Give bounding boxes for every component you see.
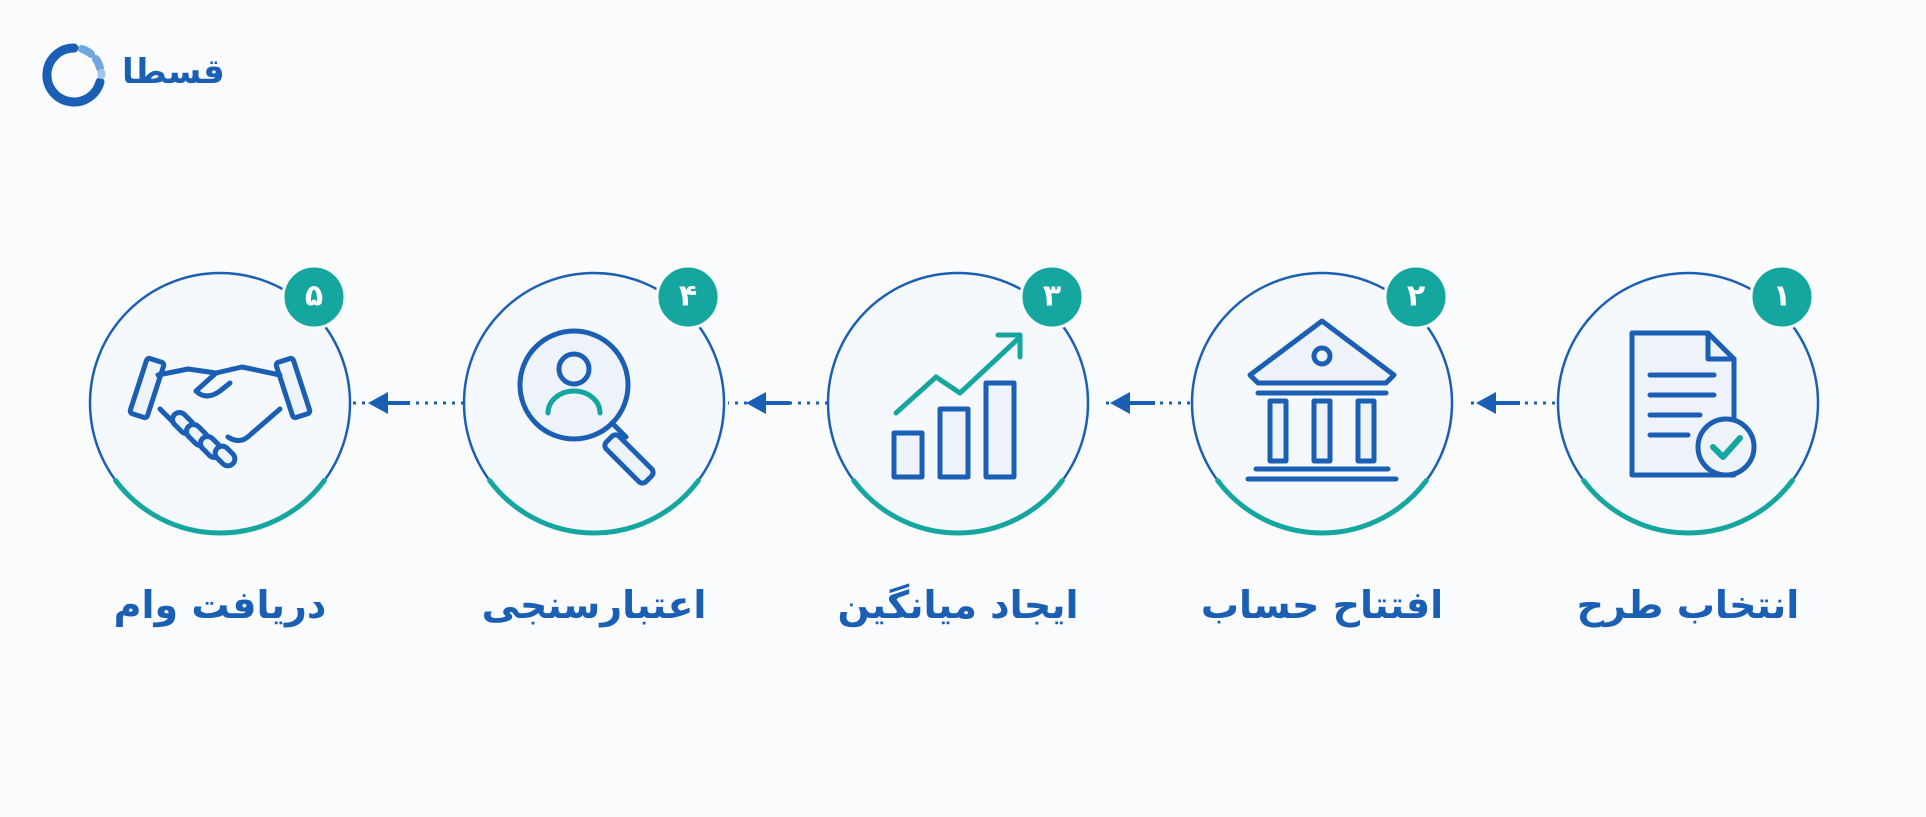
document-check-icon bbox=[1629, 330, 1757, 478]
step-1: ۱ bbox=[1556, 264, 1820, 536]
growth-chart-icon bbox=[891, 332, 1023, 480]
arrow-left-icon bbox=[1476, 392, 1496, 414]
handshake-icon bbox=[127, 355, 313, 469]
step-1-label: انتخاب طرح bbox=[1576, 583, 1800, 627]
step-number: ۳ bbox=[1043, 279, 1061, 314]
step-4-label: اعتبارسنجی bbox=[481, 583, 707, 627]
step-5: ۵ bbox=[88, 264, 352, 536]
connector-2-3 bbox=[1104, 392, 1190, 414]
step-5-label: دریافت وام bbox=[113, 583, 327, 627]
step-number: ۴ bbox=[679, 279, 697, 314]
arrow-left-icon bbox=[1110, 392, 1130, 414]
connector-1-2 bbox=[1470, 392, 1555, 414]
connector-4-5 bbox=[352, 392, 464, 414]
step-2-label: افتتاح حساب bbox=[1200, 583, 1444, 627]
circular-arc-logo-icon bbox=[42, 43, 106, 107]
step-2: ۲ bbox=[1190, 264, 1454, 536]
connector-3-4 bbox=[728, 392, 828, 414]
step-number: ۱ bbox=[1773, 279, 1791, 314]
brand-name: قسطا bbox=[122, 52, 225, 92]
step-3: ۳ bbox=[826, 264, 1090, 536]
bank-icon bbox=[1245, 318, 1399, 482]
brand-logo: قسطا bbox=[36, 38, 226, 113]
step-3-label: ایجاد میانگین bbox=[837, 583, 1079, 627]
user-search-icon bbox=[517, 328, 656, 486]
step-number: ۵ bbox=[305, 279, 323, 314]
step-4: ۴ bbox=[462, 264, 726, 536]
step-number: ۲ bbox=[1407, 279, 1425, 314]
arrow-left-icon bbox=[746, 392, 766, 414]
arrow-left-icon bbox=[368, 392, 388, 414]
